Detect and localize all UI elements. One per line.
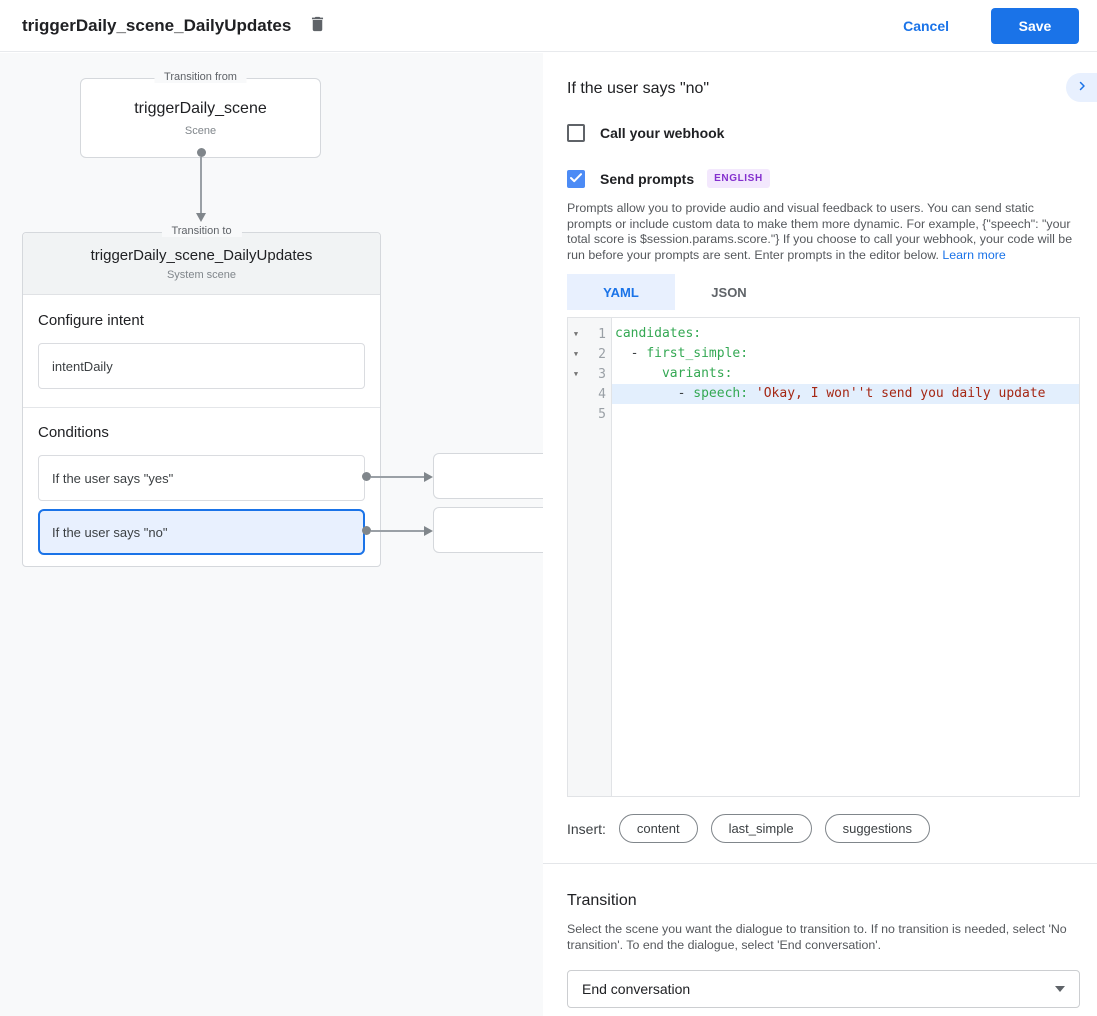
from-scene-title: triggerDaily_scene [134, 99, 267, 117]
to-scene-title: triggerDaily_scene_DailyUpdates [90, 246, 313, 264]
connector-line [371, 475, 424, 478]
webhook-row: Call your webhook [567, 124, 1080, 142]
send-prompts-row: Send prompts ENGLISH [567, 169, 1080, 188]
connector-dot [362, 526, 371, 535]
transition-to-node[interactable]: Transition to triggerDaily_scene_DailyUp… [22, 225, 381, 567]
panel-title: If the user says "no" [567, 80, 710, 97]
condition-detail-panel: If the user says "no" Call your webhook … [543, 53, 1097, 1016]
collapse-panel-button[interactable] [1066, 73, 1097, 102]
conditions-heading: Conditions [38, 424, 109, 441]
flow-connector-yes [362, 471, 433, 482]
configure-intent-section: Configure intent intentDaily [23, 295, 380, 407]
send-prompts-label: Send prompts [600, 170, 695, 187]
line-number: 4 [598, 386, 606, 402]
language-badge: ENGLISH [707, 169, 770, 188]
arrow-right-icon [424, 471, 433, 482]
trash-icon [308, 14, 327, 37]
tab-json[interactable]: JSON [711, 284, 747, 300]
yaml-dash: - [615, 346, 647, 361]
page-title: triggerDaily_scene_DailyUpdates [22, 15, 292, 35]
insert-row: Insert: content last_simple suggestions [567, 814, 1080, 843]
caret-down-icon [1055, 986, 1065, 992]
transition-target-node-yes[interactable] [433, 453, 543, 499]
code-line-4-active: - speech: 'Okay, I won''t send you daily… [612, 384, 1079, 404]
insert-chip-last-simple[interactable]: last_simple [710, 814, 812, 843]
transition-target-node-no[interactable] [433, 507, 543, 553]
code-line-2: - first_simple: [612, 344, 1079, 364]
fold-arrow-icon[interactable]: ▼ [573, 350, 579, 358]
gutter-row: ▼ 2 [568, 344, 611, 364]
transition-from-frame-label: Transition from [154, 71, 247, 83]
yaml-key: first_simple: [646, 346, 749, 361]
gutter-row: ▼ 3 [568, 364, 611, 384]
transition-to-frame-label: Transition to [161, 225, 242, 237]
yaml-key: candidates: [615, 326, 702, 341]
prompts-description: Prompts allow you to provide audio and v… [567, 201, 1080, 263]
yaml-string: 'Okay, I won''t send you daily update [748, 386, 1046, 401]
tab-yaml[interactable]: YAML [567, 274, 675, 310]
transition-description: Select the scene you want the dialogue t… [567, 922, 1067, 952]
line-number: 1 [598, 326, 606, 342]
conditions-section: Conditions If the user says "yes" If the… [23, 408, 380, 579]
editor-code-area[interactable]: candidates: - first_simple: variants: - … [612, 318, 1079, 796]
editor-format-tabs: YAML JSON [567, 274, 1080, 310]
connector-line [371, 529, 424, 532]
flow-connector-no [362, 525, 433, 536]
transition-heading: Transition [567, 892, 637, 909]
transition-dropdown[interactable]: End conversation [567, 970, 1080, 1008]
insert-chip-suggestions[interactable]: suggestions [824, 814, 930, 843]
configure-intent-heading: Configure intent [38, 312, 144, 329]
code-line-3: variants: [612, 364, 1079, 384]
yaml-key: variants: [661, 366, 733, 381]
transition-from-node[interactable]: Transition from triggerDaily_scene Scene [80, 71, 321, 158]
delete-button[interactable] [308, 14, 327, 37]
arrow-down-icon [196, 213, 206, 222]
gutter-row: 5 [568, 404, 611, 424]
chevron-right-icon [1076, 80, 1088, 95]
cancel-button[interactable]: Cancel [903, 17, 949, 34]
fold-arrow-icon[interactable]: ▼ [573, 330, 579, 338]
checkmark-icon [570, 170, 582, 188]
yaml-key: speech: [693, 386, 749, 401]
prompt-code-editor[interactable]: ▼ 1 ▼ 2 ▼ 3 4 5 [567, 317, 1080, 797]
fold-arrow-icon[interactable]: ▼ [573, 370, 579, 378]
editor-gutter: ▼ 1 ▼ 2 ▼ 3 4 5 [568, 318, 612, 796]
condition-item-yes[interactable]: If the user says "yes" [38, 455, 365, 501]
line-number: 2 [598, 346, 606, 362]
to-scene-subtitle: System scene [166, 268, 237, 281]
arrow-right-icon [424, 525, 433, 536]
code-line-5 [612, 404, 1079, 424]
section-divider [23, 407, 380, 408]
yaml-dash: - [615, 386, 694, 401]
save-button[interactable]: Save [991, 7, 1079, 44]
insert-chip-content[interactable]: content [618, 814, 698, 843]
intent-field[interactable]: intentDaily [38, 343, 365, 389]
condition-item-no[interactable]: If the user says "no" [38, 509, 365, 555]
line-number: 5 [598, 406, 606, 422]
connector-dot [196, 148, 206, 157]
prompts-description-text: Prompts allow you to provide audio and v… [567, 201, 1073, 262]
top-bar: triggerDaily_scene_DailyUpdates Cancel S… [0, 0, 1097, 52]
gutter-row: 4 [568, 384, 611, 404]
transition-dropdown-value: End conversation [582, 981, 691, 997]
call-webhook-label: Call your webhook [600, 125, 725, 141]
flow-canvas: Transition from triggerDaily_scene Scene… [0, 53, 543, 1016]
gutter-row: ▼ 1 [568, 324, 611, 344]
connector-dot [362, 472, 371, 481]
send-prompts-checkbox[interactable] [567, 169, 585, 188]
connector-line [200, 157, 202, 213]
call-webhook-checkbox[interactable] [567, 124, 585, 142]
to-scene-header: triggerDaily_scene_DailyUpdates System s… [23, 233, 380, 295]
panel-divider [543, 863, 1097, 864]
learn-more-link[interactable]: Learn more [942, 247, 1006, 262]
insert-label: Insert: [567, 820, 606, 837]
panel-title-row: If the user says "no" [567, 73, 1097, 102]
line-number: 3 [598, 366, 606, 382]
flow-connector-vertical [196, 148, 206, 222]
yaml-indent [615, 366, 662, 381]
from-scene-subtitle: Scene [184, 124, 217, 137]
code-line-1: candidates: [612, 324, 1079, 344]
